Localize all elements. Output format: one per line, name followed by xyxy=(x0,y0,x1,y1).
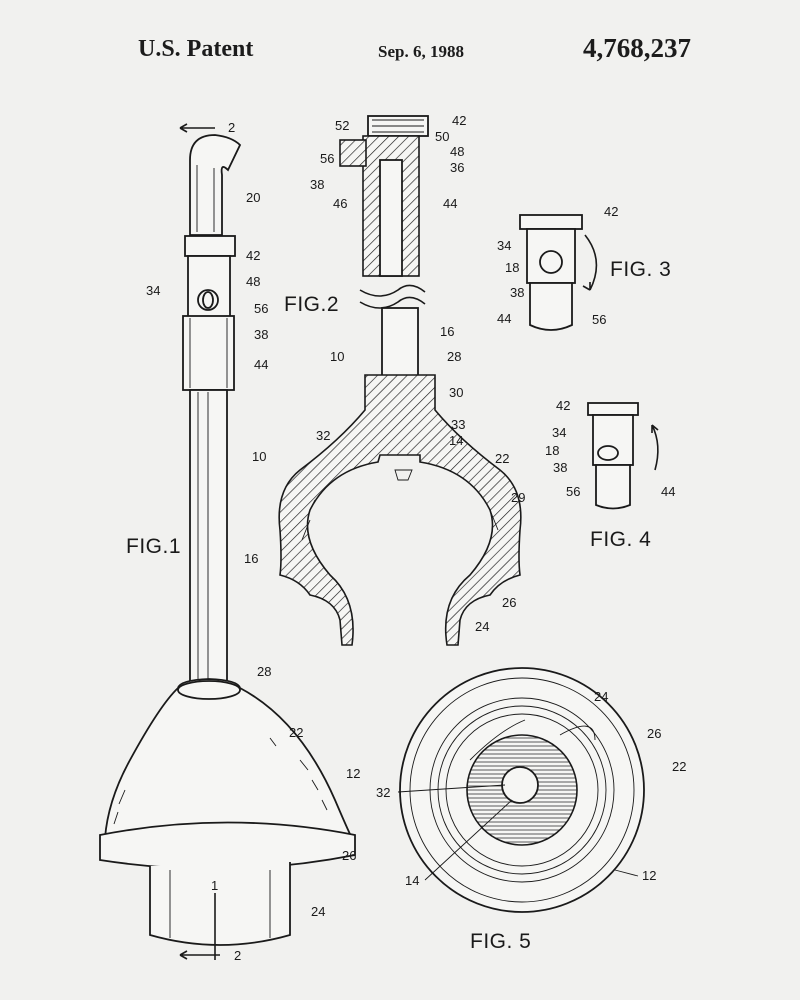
figure-3-detail: 42 34 18 38 44 56 FIG. 3 xyxy=(497,204,671,331)
fig2-label: FIG.2 xyxy=(284,293,339,316)
reference-numeral: 56 xyxy=(592,312,606,327)
patent-date: Sep. 6, 1988 xyxy=(378,42,464,61)
reference-numeral: 24 xyxy=(594,689,608,704)
reference-numeral: 34 xyxy=(552,425,566,440)
reference-numeral: 56 xyxy=(320,151,334,166)
figure-2-cross-section xyxy=(278,115,522,646)
reference-numeral: 33 xyxy=(451,417,465,432)
reference-numeral: 18 xyxy=(545,443,559,458)
reference-numeral: 42 xyxy=(452,113,466,128)
reference-numeral: 26 xyxy=(502,595,516,610)
reference-numeral: 12 xyxy=(346,766,360,781)
fig3-label: FIG. 3 xyxy=(610,258,671,281)
reference-numeral: 14 xyxy=(449,433,463,448)
reference-numeral: 22 xyxy=(495,451,509,466)
reference-numeral: 12 xyxy=(642,868,656,883)
reference-numeral: 30 xyxy=(449,385,463,400)
reference-numeral: 38 xyxy=(310,177,324,192)
fig5-label: FIG. 5 xyxy=(470,930,531,953)
reference-numeral: 1 xyxy=(211,878,218,893)
reference-numeral: 42 xyxy=(246,248,260,263)
figure-4-detail: 42 34 18 38 56 44 FIG. 4 xyxy=(545,398,675,551)
reference-numeral: 24 xyxy=(475,619,489,634)
reference-numeral: 28 xyxy=(447,349,461,364)
patent-number: 4,768,237 xyxy=(583,33,691,63)
reference-numeral: 34 xyxy=(497,238,511,253)
reference-numeral: 10 xyxy=(252,449,266,464)
reference-numeral: 44 xyxy=(497,311,511,326)
reference-numeral: 24 xyxy=(311,904,325,919)
reference-numeral: 32 xyxy=(376,785,390,800)
reference-numeral: 18 xyxy=(505,260,519,275)
reference-numeral: 32 xyxy=(316,428,330,443)
reference-numeral: 36 xyxy=(450,160,464,175)
figure-1-plunger xyxy=(99,123,356,960)
reference-numeral: 50 xyxy=(435,129,449,144)
reference-numeral: 14 xyxy=(405,873,419,888)
figure-1-reference-numerals: 2 20 42 48 34 56 38 44 10 16 28 22 12 26… xyxy=(126,120,360,963)
reference-numeral: 42 xyxy=(556,398,570,413)
reference-numeral: 48 xyxy=(246,274,260,289)
reference-numeral: 26 xyxy=(647,726,661,741)
reference-numeral: 22 xyxy=(289,725,303,740)
reference-numeral: 56 xyxy=(254,301,268,316)
figure-5-bottom-view: 24 26 22 32 14 12 FIG. 5 xyxy=(376,667,686,953)
reference-numeral: 52 xyxy=(335,118,349,133)
reference-numeral: 16 xyxy=(440,324,454,339)
fig4-label: FIG. 4 xyxy=(590,528,651,551)
reference-numeral: 10 xyxy=(330,349,344,364)
reference-numeral: 38 xyxy=(553,460,567,475)
reference-numeral: 48 xyxy=(450,144,464,159)
figure-2-reference-numerals: 42 52 50 48 56 36 38 46 44 16 10 28 30 3… xyxy=(284,113,525,634)
reference-numeral: 28 xyxy=(257,664,271,679)
reference-numeral: 44 xyxy=(661,484,675,499)
reference-numeral: 16 xyxy=(244,551,258,566)
reference-numeral: 2 xyxy=(228,120,235,135)
reference-numeral: 38 xyxy=(254,327,268,342)
fig1-label: FIG.1 xyxy=(126,535,181,558)
reference-numeral: 22 xyxy=(672,759,686,774)
patent-title: U.S. Patent xyxy=(138,36,254,62)
reference-numeral: 29 xyxy=(511,490,525,505)
reference-numeral: 46 xyxy=(333,196,347,211)
reference-numeral: 26 xyxy=(342,848,356,863)
reference-numeral: 42 xyxy=(604,204,618,219)
reference-numeral: 34 xyxy=(146,283,160,298)
reference-numeral: 38 xyxy=(510,285,524,300)
reference-numeral: 44 xyxy=(443,196,457,211)
reference-numeral: 56 xyxy=(566,484,580,499)
reference-numeral: 44 xyxy=(254,357,268,372)
reference-numeral: 2 xyxy=(234,948,241,963)
reference-numeral: 20 xyxy=(246,190,260,205)
